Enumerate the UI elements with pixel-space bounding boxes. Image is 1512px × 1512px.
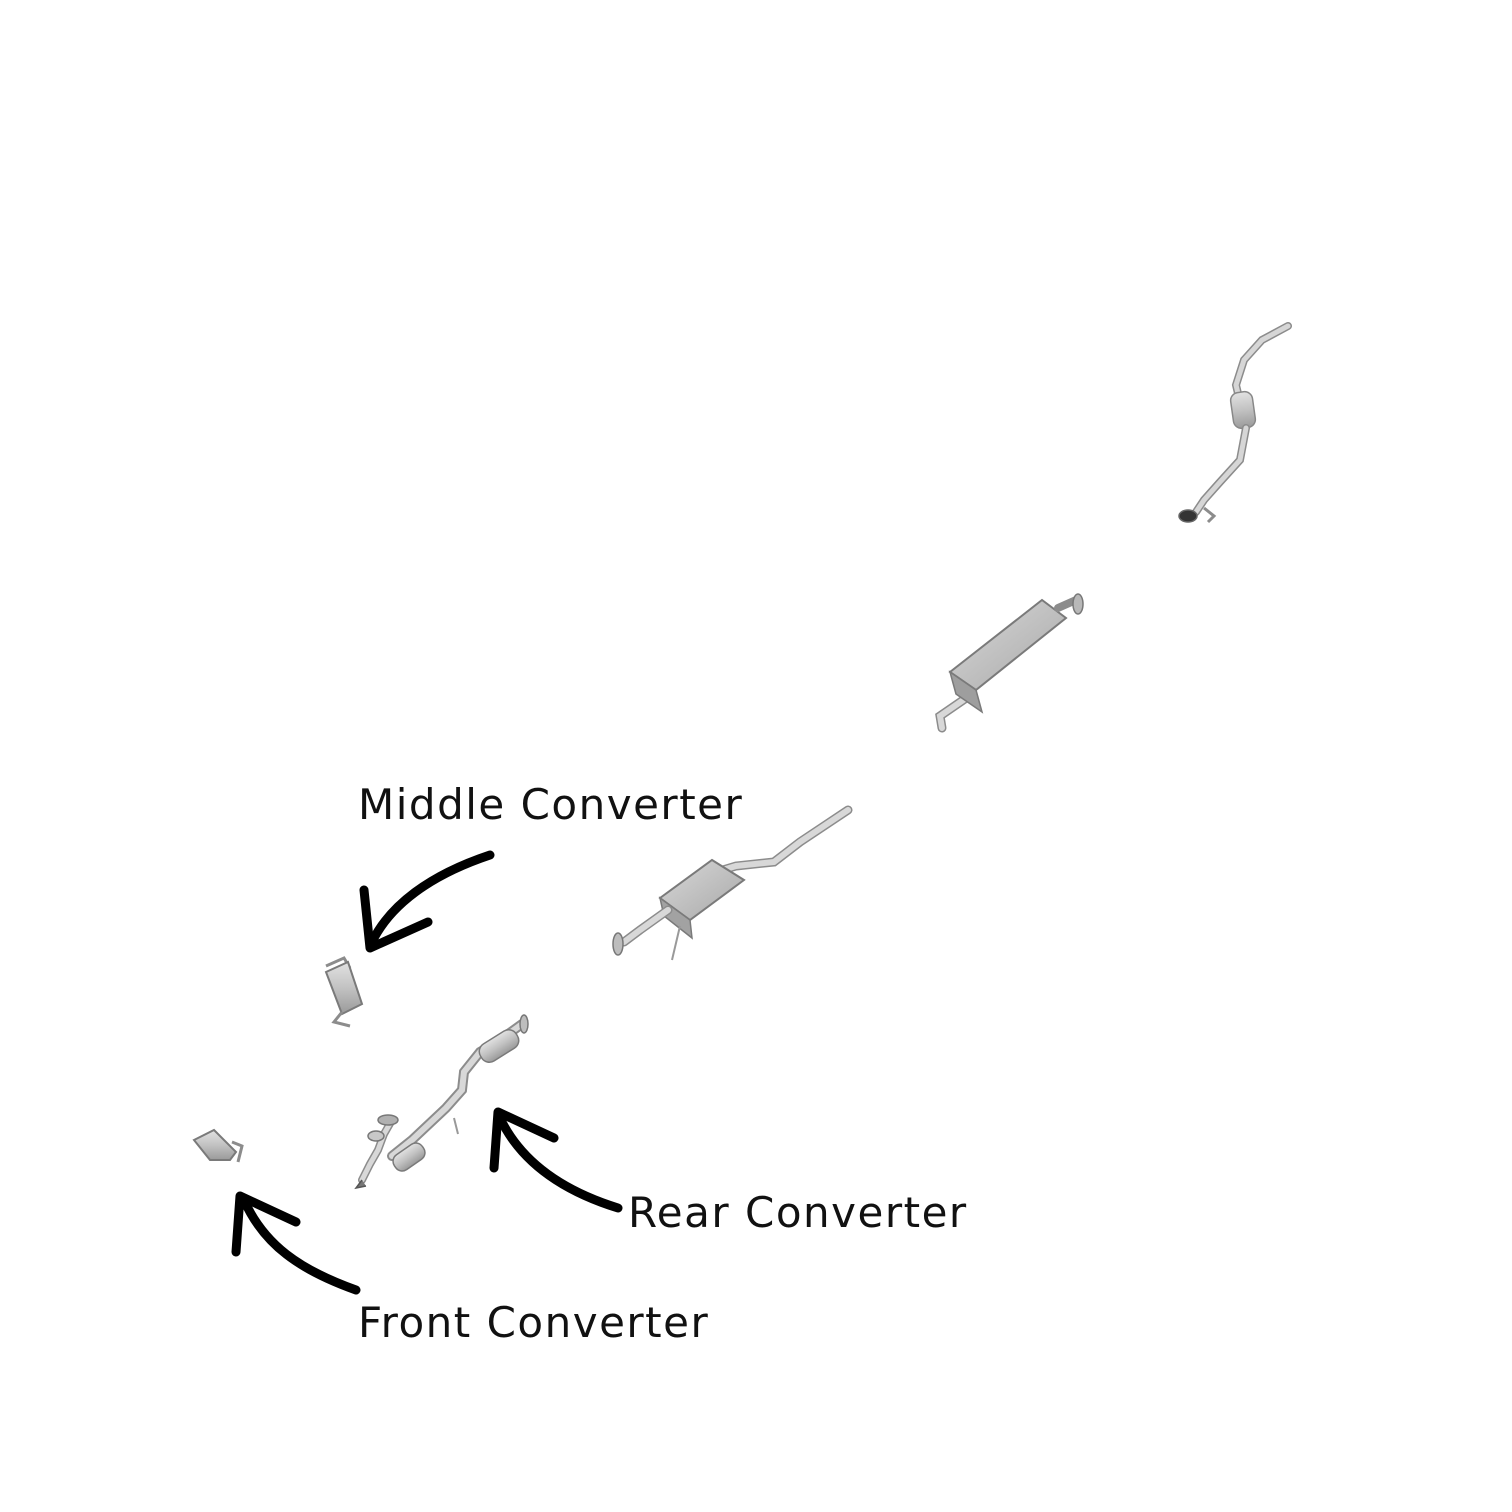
intermediate-pipe-resonator	[612, 805, 853, 961]
front-converter-label: Front Converter	[358, 1298, 710, 1347]
curved-arrow-icon-front	[231, 1191, 361, 1295]
middle-converter-part	[324, 956, 364, 1028]
middle-converter-label: Middle Converter	[358, 780, 744, 829]
tail-pipe-section	[1178, 322, 1292, 524]
front-converter-part	[192, 1128, 244, 1163]
rear-converter-label: Rear Converter	[628, 1188, 968, 1237]
curved-arrow-icon-rear	[489, 1107, 623, 1213]
rear-muffler	[935, 593, 1084, 733]
curved-arrow-icon-middle	[359, 850, 495, 953]
rear-converter-part	[354, 1014, 529, 1190]
